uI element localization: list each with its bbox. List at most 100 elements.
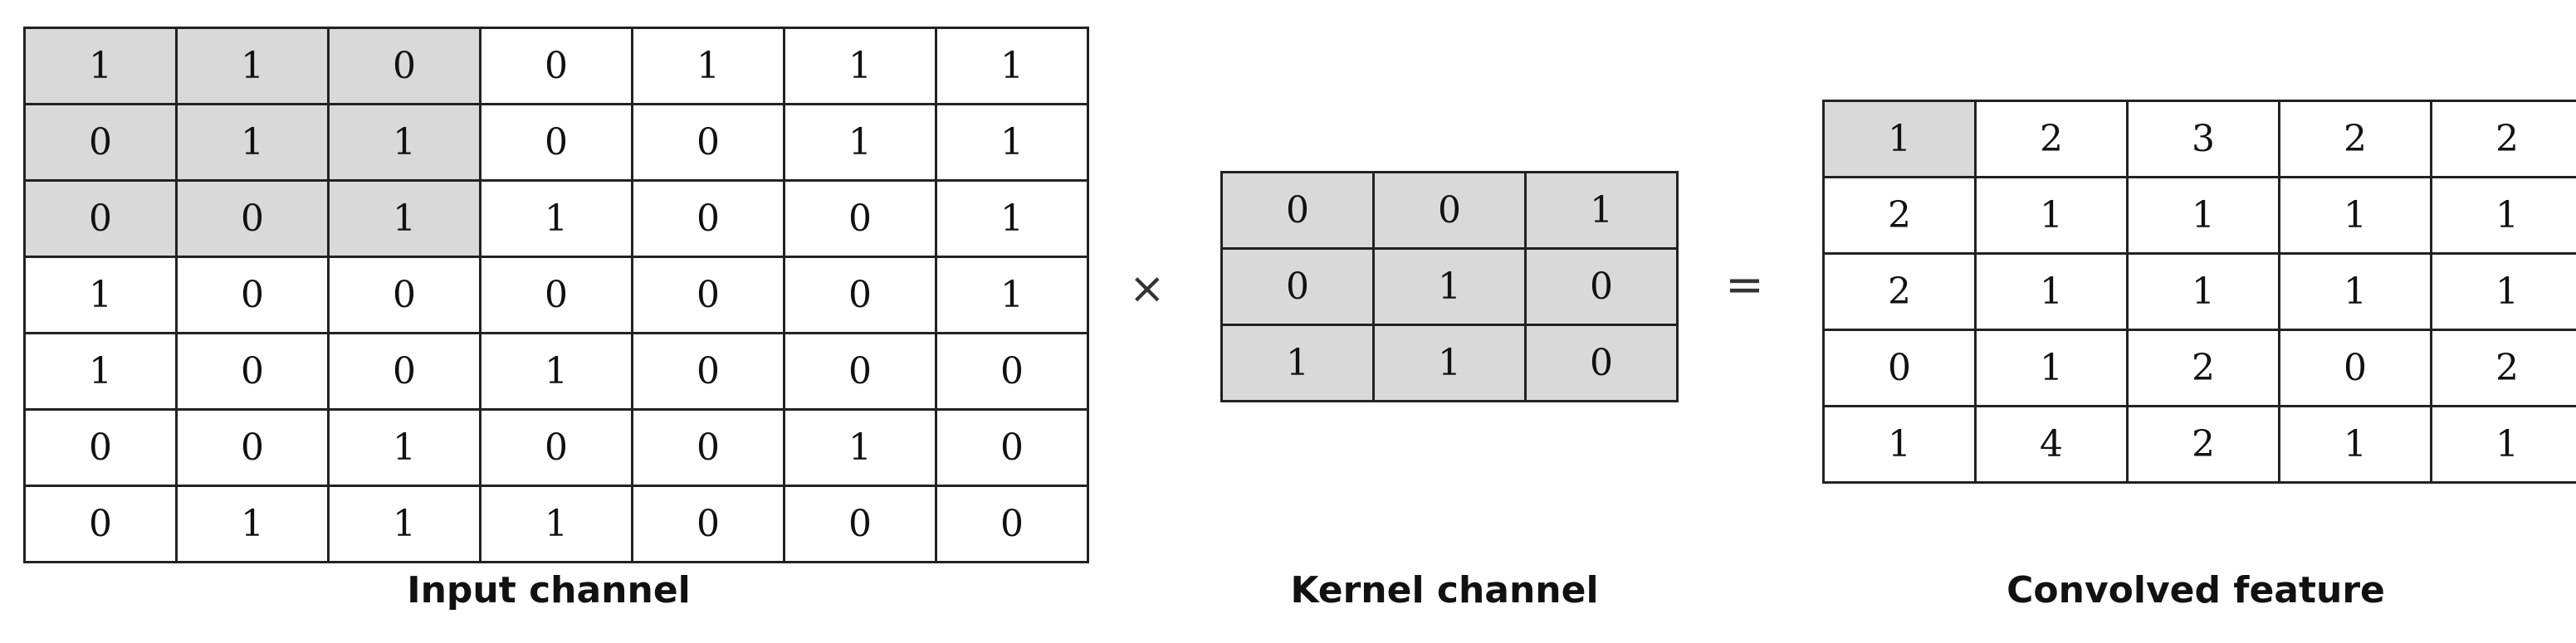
convolved-feature-cell: 1	[2126, 252, 2280, 331]
convolved-feature-cell: 1	[2430, 405, 2576, 484]
input-channel-cell: 0	[327, 332, 481, 411]
input-channel-cell: 1	[935, 179, 1089, 258]
input-channel-cell: 0	[479, 27, 633, 105]
convolved-feature-cell: 1	[1974, 329, 2129, 407]
convolved-feature-cell: 1	[2430, 176, 2576, 255]
convolved-feature-cell: 1	[1822, 405, 1977, 484]
convolved-feature-cell: 1	[2126, 176, 2280, 255]
convolved-feature-cell: 2	[2430, 100, 2576, 178]
input-channel-cell: 0	[175, 332, 330, 411]
convolved-feature-cell: 1	[2278, 405, 2432, 484]
input-channel-cell: 1	[175, 27, 330, 105]
convolved-feature-cell: 1	[2278, 176, 2432, 255]
kernel-channel-cell: 0	[1220, 171, 1375, 250]
input-channel-cell: 0	[23, 485, 178, 563]
convolved-feature-cell: 2	[2430, 329, 2576, 407]
input-channel-cell: 0	[175, 256, 330, 334]
input-channel-cell: 1	[175, 103, 330, 182]
input-channel-cell: 0	[23, 179, 178, 258]
input-channel-cell: 0	[23, 408, 178, 487]
convolved-feature-cell: 2	[2278, 100, 2432, 178]
input-channel-cell: 0	[327, 256, 481, 334]
convolved-feature-cell: 1	[1974, 176, 2129, 255]
input-channel-cell: 1	[327, 103, 481, 182]
convolved-feature-cell: 3	[2126, 100, 2280, 178]
input-channel-cell: 1	[935, 27, 1089, 105]
convolved-feature-caption: Convolved feature	[2007, 569, 2385, 611]
input-channel-cell: 0	[631, 408, 785, 487]
convolved-feature-cell: 1	[1974, 252, 2129, 331]
kernel-channel-cell: 0	[1220, 247, 1375, 326]
convolved-feature-cell: 1	[2430, 252, 2576, 331]
input-channel-cell: 0	[175, 179, 330, 258]
input-channel-cell: 0	[783, 332, 937, 411]
input-channel-cell: 1	[479, 332, 633, 411]
convolved-feature-cell: 1	[1822, 100, 1977, 178]
kernel-channel-cell: 0	[1372, 171, 1527, 250]
input-channel-cell: 1	[479, 179, 633, 258]
equals-operator: =	[1725, 258, 1764, 312]
convolved-feature-cell: 2	[2126, 329, 2280, 407]
input-channel-cell: 0	[783, 179, 937, 258]
kernel-channel-cell: 0	[1524, 324, 1679, 402]
kernel-channel-cell: 0	[1524, 247, 1679, 326]
input-channel-cell: 1	[327, 485, 481, 563]
kernel-channel-cell: 1	[1524, 171, 1679, 250]
convolved-feature-cell: 0	[2278, 329, 2432, 407]
input-channel-cell: 1	[783, 103, 937, 182]
input-channel-cell: 0	[783, 256, 937, 334]
input-channel-cell: 0	[479, 256, 633, 334]
input-channel-cell: 1	[23, 332, 178, 411]
multiply-operator: ×	[1129, 264, 1166, 314]
convolved-feature-cell: 0	[1822, 329, 1977, 407]
input-channel-cell: 1	[23, 27, 178, 105]
input-channel-cell: 0	[783, 485, 937, 563]
kernel-channel-cell: 1	[1220, 324, 1375, 402]
input-channel-cell: 0	[23, 103, 178, 182]
input-channel-caption: Input channel	[407, 569, 691, 611]
kernel-channel-cell: 1	[1372, 324, 1527, 402]
input-channel-cell: 0	[935, 485, 1089, 563]
kernel-channel-cell: 1	[1372, 247, 1527, 326]
input-channel-cell: 1	[327, 408, 481, 487]
input-channel-cell: 1	[783, 408, 937, 487]
input-channel-cell: 1	[935, 256, 1089, 334]
input-channel-cell: 0	[327, 27, 481, 105]
input-channel-cell: 1	[479, 485, 633, 563]
input-channel-cell: 0	[631, 485, 785, 563]
kernel-channel-caption: Kernel channel	[1290, 569, 1599, 611]
input-channel-cell: 0	[631, 179, 785, 258]
convolved-feature-cell: 2	[1822, 176, 1977, 255]
input-channel-cell: 1	[23, 256, 178, 334]
input-channel-cell: 1	[631, 27, 785, 105]
input-channel-cell: 0	[479, 408, 633, 487]
input-channel-cell: 0	[631, 332, 785, 411]
convolved-feature-cell: 2	[2126, 405, 2280, 484]
input-channel-cell: 0	[175, 408, 330, 487]
input-channel-cell: 0	[479, 103, 633, 182]
convolved-feature-cell: 2	[1822, 252, 1977, 331]
input-channel-cell: 0	[631, 256, 785, 334]
input-channel-cell: 1	[327, 179, 481, 258]
input-channel-cell: 1	[935, 103, 1089, 182]
convolved-feature-cell: 4	[1974, 405, 2129, 484]
input-channel-cell: 0	[631, 103, 785, 182]
